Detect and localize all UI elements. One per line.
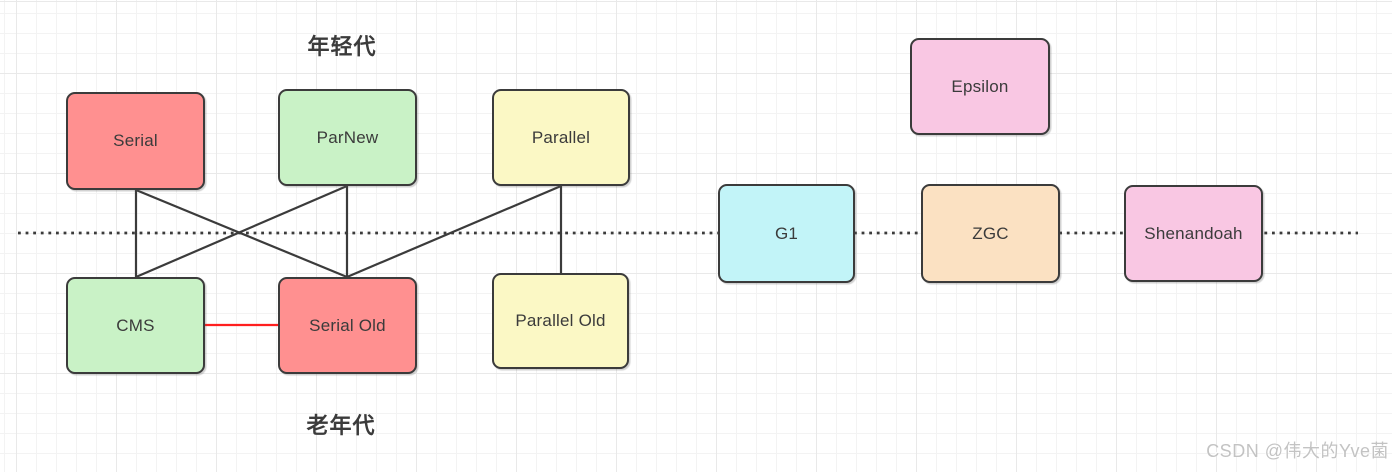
edge-parnew-to-cms: [135, 184, 348, 279]
gc-node-parallel-old: Parallel Old: [492, 273, 629, 369]
gc-node-zgc: ZGC: [921, 184, 1060, 283]
gc-node-parnew: ParNew: [278, 89, 417, 186]
gc-node-serial-old: Serial Old: [278, 277, 417, 374]
csdn-watermark: CSDN @伟大的Yve菌: [1206, 441, 1389, 461]
gc-node-epsilon: Epsilon: [910, 38, 1050, 135]
gc-node-serial: Serial: [66, 92, 205, 190]
gc-node-shenandoah: Shenandoah: [1124, 185, 1263, 282]
edge-serial-to-serial-old: [135, 188, 348, 279]
gc-node-cms: CMS: [66, 277, 205, 374]
edge-parallel-to-serial-old: [346, 184, 562, 279]
young-generation-label: 年轻代: [307, 34, 377, 59]
old-generation-label: 老年代: [306, 413, 376, 438]
gc-node-parallel: Parallel: [492, 89, 630, 186]
gc-node-g1: G1: [718, 184, 855, 283]
